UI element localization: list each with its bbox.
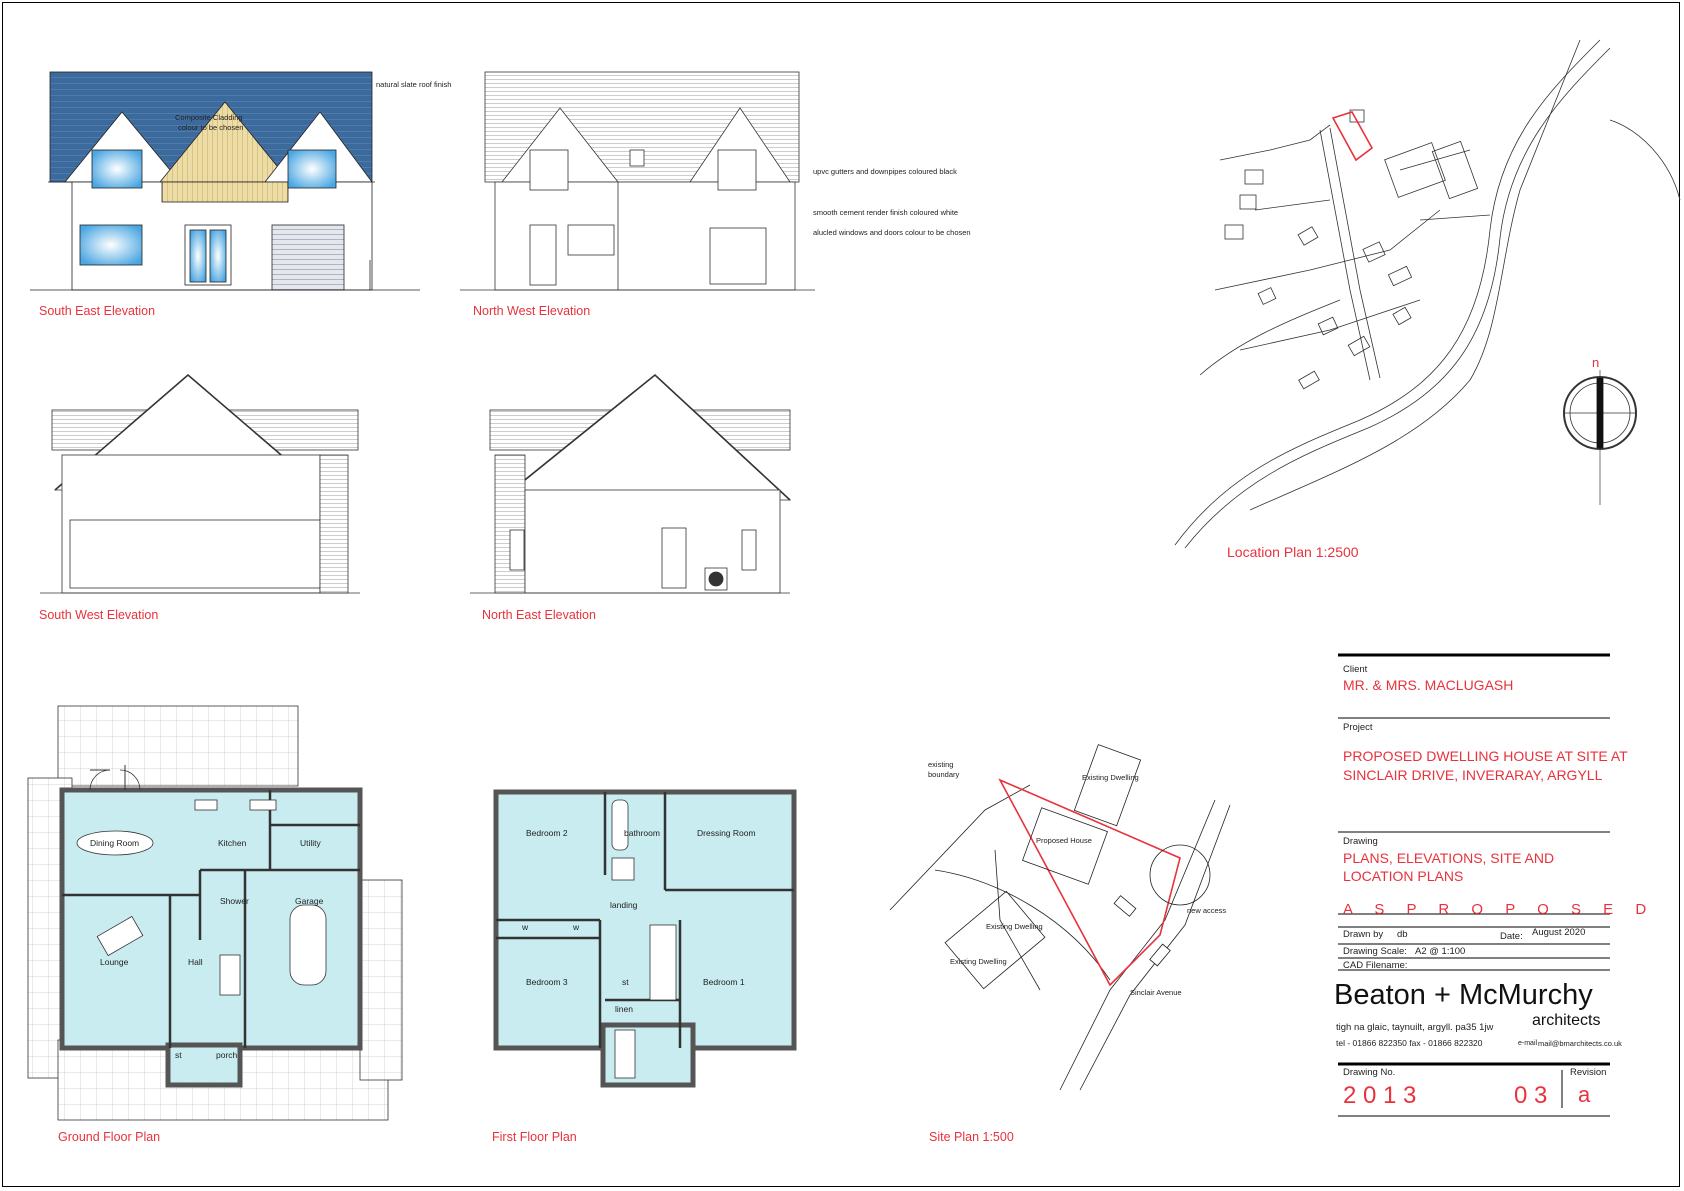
room-kitchen: Kitchen xyxy=(218,838,247,848)
site-existing-dwelling-top: Existing Dwelling xyxy=(1082,773,1139,782)
drawn-by-label: Drawn by xyxy=(1343,929,1384,940)
room-bedroom-2: Bedroom 2 xyxy=(526,828,568,838)
note-gutters: upvc gutters and downpipes coloured blac… xyxy=(813,167,957,176)
room-store: st xyxy=(175,1050,182,1060)
north-west-elevation xyxy=(460,71,815,291)
project-label: Project xyxy=(1343,722,1373,733)
firm-email: mail@bmarchitects.co.uk xyxy=(1538,1039,1622,1048)
room-wardrobe-1: w xyxy=(522,922,529,932)
room-linen: linen xyxy=(615,1004,633,1014)
site-existing-dwelling-2: Existing Dwelling xyxy=(950,957,1007,966)
room-store-first: st xyxy=(622,977,629,987)
note-windows: alucled windows and doors colour to be c… xyxy=(813,228,971,237)
south-west-elevation xyxy=(40,373,360,594)
ground-floor-plan xyxy=(27,705,403,1121)
status-banner: A S P R O P O S E D xyxy=(1343,901,1656,918)
note-render: smooth cement render finish coloured whi… xyxy=(813,208,959,217)
site-existing-boundary-2: boundary xyxy=(928,770,960,779)
firm-address: tigh na glaic, taynuilt, argyll. pa35 1j… xyxy=(1336,1022,1494,1033)
room-garage: Garage xyxy=(295,896,324,906)
caption-site-plan: Site Plan 1:500 xyxy=(929,1130,1014,1144)
cad-filename-label: CAD Filename: xyxy=(1343,960,1408,971)
room-bathroom: bathroom xyxy=(624,828,660,838)
drawn-by-value: db xyxy=(1397,929,1408,940)
client-name: MR. & MRS. MACLUGASH xyxy=(1343,677,1514,693)
room-bedroom-1: Bedroom 1 xyxy=(703,977,745,987)
client-label: Client xyxy=(1343,664,1368,675)
room-porch: porch xyxy=(216,1050,238,1060)
project-line-1: PROPOSED DWELLING HOUSE AT SITE AT xyxy=(1343,748,1628,764)
caption-north-east-elevation: North East Elevation xyxy=(482,608,596,622)
drawing-title-2: LOCATION PLANS xyxy=(1343,868,1464,884)
scale-label: Drawing Scale: xyxy=(1343,946,1407,957)
south-east-elevation xyxy=(30,71,420,291)
room-lounge: Lounge xyxy=(100,957,129,967)
caption-location-plan: Location Plan 1:2500 xyxy=(1227,544,1359,560)
room-landing: landing xyxy=(610,900,638,910)
site-new-access: new access xyxy=(1187,906,1227,915)
caption-south-east-elevation: South East Elevation xyxy=(39,304,156,318)
room-wardrobe-2: w xyxy=(573,922,580,932)
caption-first-floor-plan: First Floor Plan xyxy=(492,1130,577,1144)
north-arrow-label: n xyxy=(1592,355,1600,370)
drawing-title-1: PLANS, ELEVATIONS, SITE AND xyxy=(1343,850,1555,866)
room-hall: Hall xyxy=(188,957,203,967)
north-east-elevation xyxy=(470,373,792,594)
room-shower: Shower xyxy=(220,896,249,906)
room-dressing: Dressing Room xyxy=(697,828,756,838)
caption-ground-floor-plan: Ground Floor Plan xyxy=(58,1130,161,1144)
firm-name: Beaton + McMurchy xyxy=(1334,979,1593,1011)
firm-phone: tel - 01866 822350 fax - 01866 822320 xyxy=(1336,1038,1483,1048)
firm-email-label: e-mail xyxy=(1518,1040,1538,1047)
note-roof: natural slate roof finish xyxy=(376,80,452,89)
scale-value: A2 @ 1:100 xyxy=(1415,946,1466,957)
drawing-number-label: Drawing No. xyxy=(1343,1067,1396,1078)
site-existing-dwelling-1: Existing Dwelling xyxy=(986,922,1043,931)
room-dining: Dining Room xyxy=(90,838,140,848)
site-proposed-house: Proposed House xyxy=(1036,836,1092,845)
revision-label: Revision xyxy=(1570,1067,1607,1078)
firm-subtitle: architects xyxy=(1532,1012,1601,1029)
date-label: Date: xyxy=(1500,931,1523,942)
room-utility: Utility xyxy=(300,838,321,848)
drawing-label: Drawing xyxy=(1343,836,1378,847)
room-bedroom-3: Bedroom 3 xyxy=(526,977,568,987)
caption-north-west-elevation: North West Elevation xyxy=(473,304,591,318)
site-existing-boundary: existing xyxy=(928,760,954,769)
date-value: August 2020 xyxy=(1532,927,1586,938)
location-plan xyxy=(1174,39,1681,549)
drawing-number-1: 2 0 1 3 xyxy=(1343,1082,1417,1109)
drawing-number-2: 0 3 xyxy=(1514,1082,1548,1109)
caption-south-west-elevation: South West Elevation xyxy=(39,608,159,622)
first-floor-plan xyxy=(493,789,797,1088)
site-plan xyxy=(889,744,1231,1091)
title-block-frame xyxy=(1338,653,1610,1117)
revision-value: a xyxy=(1578,1082,1591,1107)
note-cladding: Composite Cladding xyxy=(175,113,243,122)
site-road-label: Sinclair Avenue xyxy=(1130,988,1182,997)
project-line-2: SINCLAIR DRIVE, INVERARAY, ARGYLL xyxy=(1343,767,1603,783)
note-cladding-colour: colour to be chosen xyxy=(178,123,244,132)
